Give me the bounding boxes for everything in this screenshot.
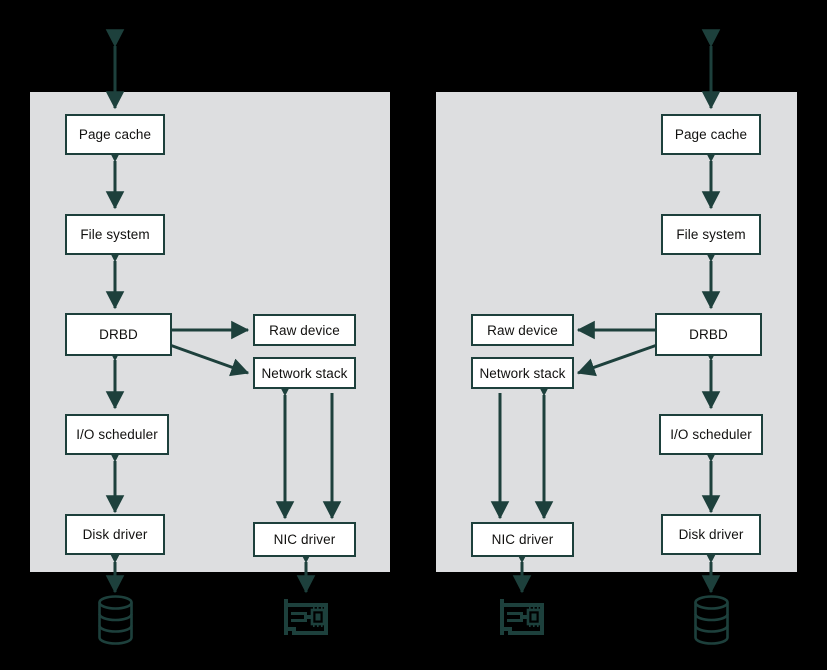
right-node-io-scheduler[interactable]: I/O scheduler [659,414,763,455]
right-nic-icon-wrap [497,595,547,643]
left-node-network-stack[interactable]: Network stack [253,357,356,389]
left-node-page-cache[interactable]: Page cache [65,114,165,155]
database-cylinder-icon [694,595,729,645]
right-node-file-system[interactable]: File system [661,214,761,255]
left-node-file-system[interactable]: File system [65,214,165,255]
right-node-drbd[interactable]: DRBD [655,313,762,356]
right-node-disk-driver[interactable]: Disk driver [661,514,761,555]
right-node-raw-device[interactable]: Raw device [471,314,574,346]
database-cylinder-icon [98,595,133,645]
left-storage-icon-wrap [93,592,138,648]
right-node-nic-driver[interactable]: NIC driver [471,522,574,557]
network-interface-card-icon [500,599,544,635]
left-node-raw-device[interactable]: Raw device [253,314,356,346]
left-node-nic-driver[interactable]: NIC driver [253,522,356,557]
right-node-network-stack[interactable]: Network stack [471,357,574,389]
left-nic-icon-wrap [281,595,331,643]
left-node-drbd[interactable]: DRBD [65,313,172,356]
left-node-io-scheduler[interactable]: I/O scheduler [65,414,169,455]
left-node-disk-driver[interactable]: Disk driver [65,514,165,555]
network-interface-card-icon [284,599,328,635]
right-storage-icon-wrap [689,592,734,648]
right-node-page-cache[interactable]: Page cache [661,114,761,155]
